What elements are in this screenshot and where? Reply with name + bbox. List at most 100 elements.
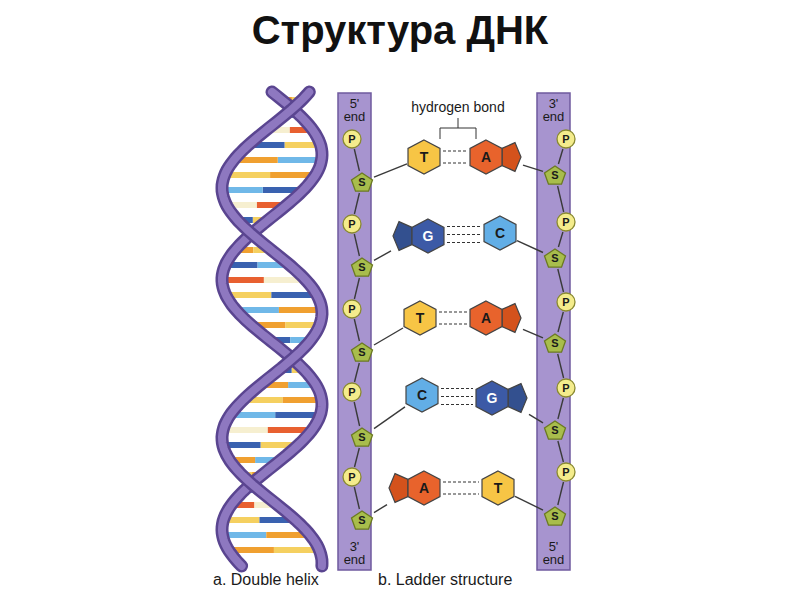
hydrogen-bond-line [439,312,467,324]
node-letter: P [348,386,355,398]
double-helix [222,92,322,566]
bond-line [374,505,387,513]
leader-bracket [440,118,476,139]
base-purine: G [475,380,529,416]
backbone-strand: 5' end 3' end P S P S P S P S P S [338,93,371,570]
phosphate-circle: P [556,462,576,482]
node-letter: P [348,133,355,145]
node-letter: P [562,296,569,308]
phosphate-circle: P [556,129,576,149]
node-letter: S [358,176,365,188]
end-label: 3' end [539,97,569,123]
bond-line [354,402,359,426]
bond-line [558,269,564,292]
backbone-bar [338,93,371,570]
panel-caption: b. Ladder structure [378,571,512,589]
node-letter: P [348,218,355,230]
node-letter: P [348,303,355,315]
bond-line [523,329,543,338]
base-hexagon: C [483,215,517,251]
bond-line [374,251,391,261]
node-letter: C [417,387,427,403]
node-outline [469,139,523,175]
sugar-pentagon: S [350,509,374,531]
bond-line [558,482,564,505]
sugar-pentagon: S [350,426,374,448]
node-letter: S [551,169,558,181]
node-letter: P [562,466,569,478]
sugar-pentagon: S [543,332,567,354]
end-label: 5' end [340,97,370,123]
bond-line [354,149,359,171]
bond-line [355,363,360,382]
hydrogen-bond-line [441,389,473,405]
panel-caption: a. Double helix [213,571,319,589]
backbone-bar [537,93,570,570]
node-outline [469,300,523,336]
base-purine: A [387,470,441,506]
node-letter: S [358,346,365,358]
base-hexagon: T [403,300,437,336]
title: Структура ДНК [0,8,800,53]
node-letter: A [419,480,429,496]
end-label: 3' end [340,540,370,566]
sugar-pentagon: S [543,247,567,269]
node-outline [387,470,441,506]
bond-line [558,354,564,378]
bond-line [354,487,359,509]
phosphate-circle: P [556,378,576,398]
node-letter: C [495,225,505,241]
node-letter: P [348,471,355,483]
bond-line [354,278,359,299]
node-letter: P [562,382,569,394]
bond-line [374,328,403,345]
bond-line [374,164,407,177]
sugar-pentagon: S [543,164,567,186]
sugar-pentagon: S [543,419,567,441]
bond-line [517,241,543,253]
bond-line [355,448,360,467]
backbone-strand: 3' end5' endPSPSPSPSPS [537,93,570,570]
node-letter: S [551,337,558,349]
sugar-pentagon: S [350,341,374,363]
node-letter: P [562,133,569,145]
node-letter: S [551,424,558,436]
node-letter: G [487,390,498,406]
bond-line [558,186,564,212]
phosphate-circle: P [342,299,362,319]
bond-line [529,414,543,423]
bond-line [558,312,563,332]
phosphate-circle: P [556,292,576,312]
base-purine: A [469,300,523,336]
phosphate-circle: P [342,214,362,234]
bond-line [558,149,563,164]
node-outline [391,218,445,254]
leader-label: hydrogen bond [411,99,504,115]
base-hexagon: T [407,139,441,175]
node-letter: A [481,310,491,326]
phosphate-circle: P [556,212,576,232]
node-outline [475,380,529,416]
phosphate-circle: P [342,382,362,402]
node-letter: S [551,252,558,264]
hydrogen-bond-line [443,482,479,494]
base-purine: A [469,139,523,175]
bond-line [558,232,563,247]
bond-line [354,193,359,214]
node-letter: S [551,510,558,522]
hydrogen-bond-line [443,151,467,163]
base-purine: G [391,218,445,254]
bond-line [558,441,564,462]
node-letter: T [420,149,429,165]
bond-line [515,496,543,510]
node-letter: S [358,261,365,273]
phosphate-circle: P [342,467,362,487]
node-letter: S [358,514,365,526]
bond-line [523,165,543,171]
bond-line [558,398,564,419]
phosphate-circle: P [342,129,362,149]
bond-line [374,407,405,429]
